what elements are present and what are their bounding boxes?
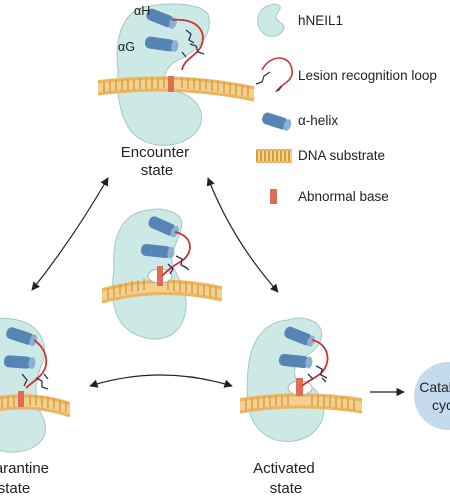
encounter-lesion-loop	[171, 18, 204, 71]
encounter-state-label: Encounter state	[121, 144, 194, 179]
activated-abnormal-base	[296, 378, 303, 396]
encounter-protein	[116, 3, 210, 146]
activated-state	[239, 317, 363, 442]
activated-line-2: state	[270, 480, 303, 497]
activated-state-label: Activated state	[253, 460, 319, 497]
activated-side-chains	[307, 365, 328, 383]
legend-dna-icon	[256, 149, 292, 163]
center-abnormal-base	[157, 266, 163, 286]
quarantine-state-label: Quarantine state	[0, 460, 53, 497]
quarantine-helix-h	[6, 327, 38, 347]
quarantine-lesion-loop	[25, 339, 48, 389]
legend-protein-icon	[257, 3, 285, 37]
center-side-chains	[167, 255, 190, 275]
quarantine-helix-g	[3, 355, 36, 369]
encounter-abnormal-base	[168, 76, 174, 92]
alpha-h-label: αH	[134, 4, 150, 18]
activated-line-1: Activated	[253, 460, 315, 477]
legend-helix-label: α-helix	[298, 113, 338, 128]
quarantine-side-chains	[21, 373, 49, 390]
quarantine-line-1: Quarantine	[0, 460, 49, 477]
catalytic-cycle-bubble	[414, 362, 450, 430]
legend-loop-icon	[255, 57, 293, 93]
quarantine-state	[0, 317, 71, 453]
encounter-dna	[97, 76, 255, 102]
legend-dna-label: DNA substrate	[298, 148, 385, 163]
center-state	[101, 208, 223, 340]
arrow-encounter-activated	[206, 177, 279, 293]
activated-lesion-loop	[301, 339, 329, 387]
center-helix-g	[140, 243, 175, 259]
legend-base-label: Abnormal base	[298, 189, 389, 204]
catalytic-line-2: cycle	[432, 397, 450, 413]
quarantine-line-2: state	[0, 480, 30, 497]
catalytic-line-1: Catalytic	[419, 379, 450, 395]
encounter-state: αH αG	[97, 3, 255, 146]
activated-helix-h	[284, 326, 315, 347]
encounter-line-1: Encounter	[121, 144, 189, 161]
activated-helix-g	[278, 353, 313, 369]
encounter-side-chains	[181, 29, 205, 58]
encounter-helix-g	[144, 36, 179, 53]
alpha-g-label: αG	[118, 40, 135, 54]
quarantine-abnormal-base	[18, 391, 24, 407]
arrow-encounter-quarantine	[31, 177, 109, 291]
arrow-quarantine-activated	[89, 374, 233, 388]
center-lesion-loop	[161, 231, 191, 277]
catalytic-cycle-label: Catalytic cycle	[419, 379, 450, 413]
legend-helix-icon	[262, 112, 292, 131]
legend-protein-label: hNEIL1	[298, 13, 343, 28]
legend-loop-label: Lesion recognition loop	[298, 68, 437, 83]
activated-dna	[239, 393, 363, 414]
quarantine-dna	[0, 394, 71, 418]
legend-base-icon	[270, 189, 277, 204]
center-helix-h	[148, 216, 179, 238]
encounter-line-2: state	[141, 162, 174, 179]
legend: hNEIL1 Lesion recognition loop α-helix D…	[255, 3, 437, 204]
